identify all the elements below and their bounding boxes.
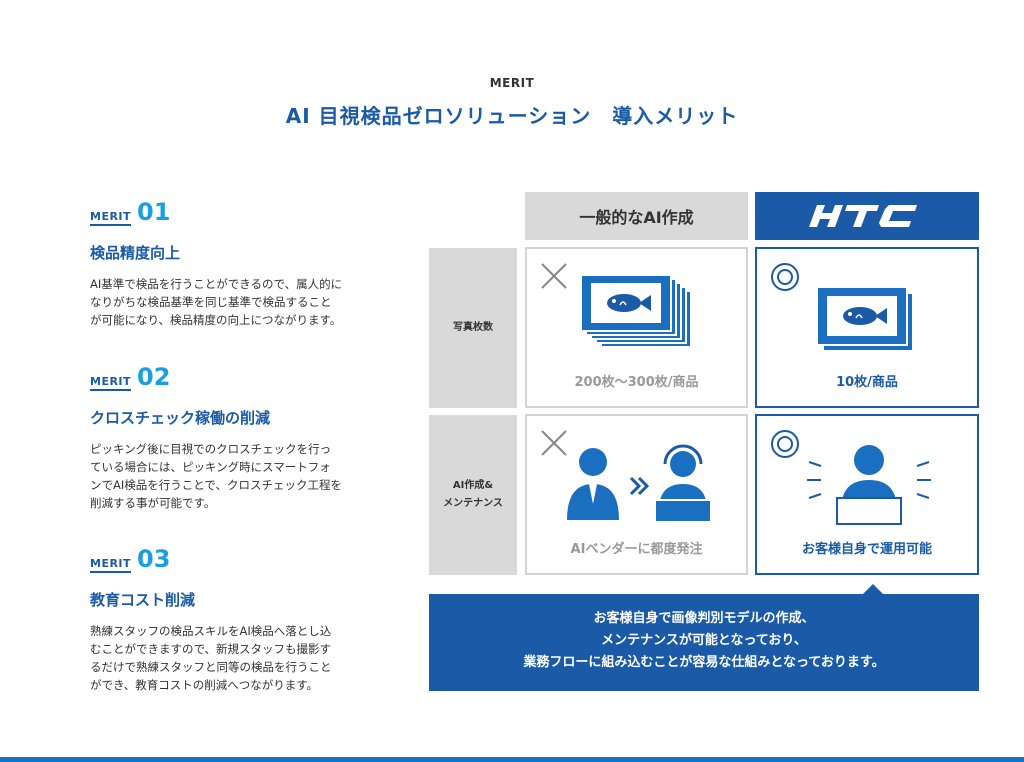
merit-number: 03 <box>137 545 171 573</box>
merit-desc-line: ができ、教育コストの削減へつながります。 <box>90 678 319 692</box>
merit-desc-line: ンでAI検品を行うことで、クロスチェック工程を <box>90 478 342 492</box>
page-eyebrow: MERIT <box>489 76 535 90</box>
cell-caption: 10枚/商品 <box>836 375 898 390</box>
merit-tag: MERIT <box>90 375 132 391</box>
merit-number: 02 <box>137 363 171 391</box>
callout-pointer <box>862 584 884 595</box>
cell-caption: 200枚〜300枚/商品 <box>574 375 699 390</box>
merit-description: AI基準で検品を行うことができるので、属人的に なりがちな検品基準を同じ基準で検… <box>90 275 390 329</box>
merit-desc-line: AI基準で検品を行うことができるので、属人的に <box>90 277 343 291</box>
merit-description: 熟練スタッフの検品スキルをAI検品へ落とし込 むことができますので、新規スタッフ… <box>90 622 390 694</box>
merit-title: クロスチェック稼働の削減 <box>90 409 271 427</box>
stacked-photos-icon <box>580 274 692 348</box>
callout-line: メンテナンスが可能となっており、 <box>601 633 807 648</box>
merit-desc-line: 削減する事が可能です。 <box>90 496 216 510</box>
callout-line: 業務フローに組み込むことが容易な仕組みとなっております。 <box>523 655 885 670</box>
cell-photo-count-generic: 200枚〜300枚/商品 <box>525 247 748 408</box>
merit-desc-line: むことができますので、新規スタッフも撮影す <box>90 642 332 656</box>
cell-ai-maintenance-generic: AIベンダーに都度発注 <box>525 414 748 575</box>
callout-line: お客様自身で画像判別モデルの作成、 <box>593 611 815 626</box>
merit-description: ピッキング後に目視でのクロスチェックを行っ ている場合には、ピッキング時にスマー… <box>90 440 390 512</box>
merit-02: MERIT 02 クロスチェック稼働の削減 ピッキング後に目視でのクロスチェック… <box>90 365 390 512</box>
customer-to-vendor-icon <box>567 444 712 523</box>
row-label-ai-maintenance: AI作成& メンテナンス <box>429 415 517 575</box>
merit-desc-line: が可能になり、検品精度の向上につながります。 <box>90 313 342 327</box>
cell-caption: お客様自身で運用可能 <box>801 542 932 557</box>
merit-number: 01 <box>137 198 171 226</box>
single-photo-icon <box>816 286 914 352</box>
double-circle-icon <box>771 430 799 458</box>
customer-at-laptop-icon <box>807 445 931 525</box>
merit-desc-line: ている場合には、ピッキング時にスマートフォ <box>90 460 331 474</box>
merit-title: 教育コスト削減 <box>90 591 196 609</box>
merit-heading: MERIT 01 <box>90 200 390 226</box>
htc-logo <box>809 205 917 227</box>
row-label-photo-count: 写真枚数 <box>429 248 517 408</box>
column-header-generic-ai: 一般的なAI作成 <box>525 192 748 240</box>
cell-photo-count-htc: 10枚/商品 <box>755 247 979 408</box>
merit-heading: MERIT 03 <box>90 547 390 573</box>
summary-callout: お客様自身で画像判別モデルの作成、 メンテナンスが可能となっており、 業務フロー… <box>429 594 979 691</box>
column-header-htc <box>755 192 979 240</box>
merit-desc-line: 熟練スタッフの検品スキルをAI検品へ落とし込 <box>90 624 332 638</box>
merit-desc-line: るだけで熟練スタッフと同等の検品を行うこと <box>90 660 332 674</box>
bottom-divider <box>0 757 1024 762</box>
merit-desc-line: なりがちな検品基準を同じ基準で検品すること <box>90 295 332 309</box>
merit-title: 検品精度向上 <box>90 244 181 262</box>
merit-03: MERIT 03 教育コスト削減 熟練スタッフの検品スキルをAI検品へ落とし込 … <box>90 547 390 694</box>
cell-caption: AIベンダーに都度発注 <box>570 542 703 557</box>
fish-icon <box>843 307 887 325</box>
cross-mark-icon <box>541 430 567 456</box>
merit-tag: MERIT <box>90 210 132 226</box>
double-circle-icon <box>771 263 799 291</box>
merit-desc-line: ピッキング後に目視でのクロスチェックを行っ <box>90 442 332 456</box>
page-title: AI 目視検品ゼロソリューション 導入メリット <box>285 104 739 128</box>
merit-01: MERIT 01 検品精度向上 AI基準で検品を行うことができるので、属人的に … <box>90 200 390 329</box>
merit-heading: MERIT 02 <box>90 365 390 391</box>
cell-ai-maintenance-htc: お客様自身で運用可能 <box>755 414 979 575</box>
cross-mark-icon <box>541 263 567 289</box>
merit-tag: MERIT <box>90 557 132 573</box>
fish-icon <box>607 294 651 312</box>
